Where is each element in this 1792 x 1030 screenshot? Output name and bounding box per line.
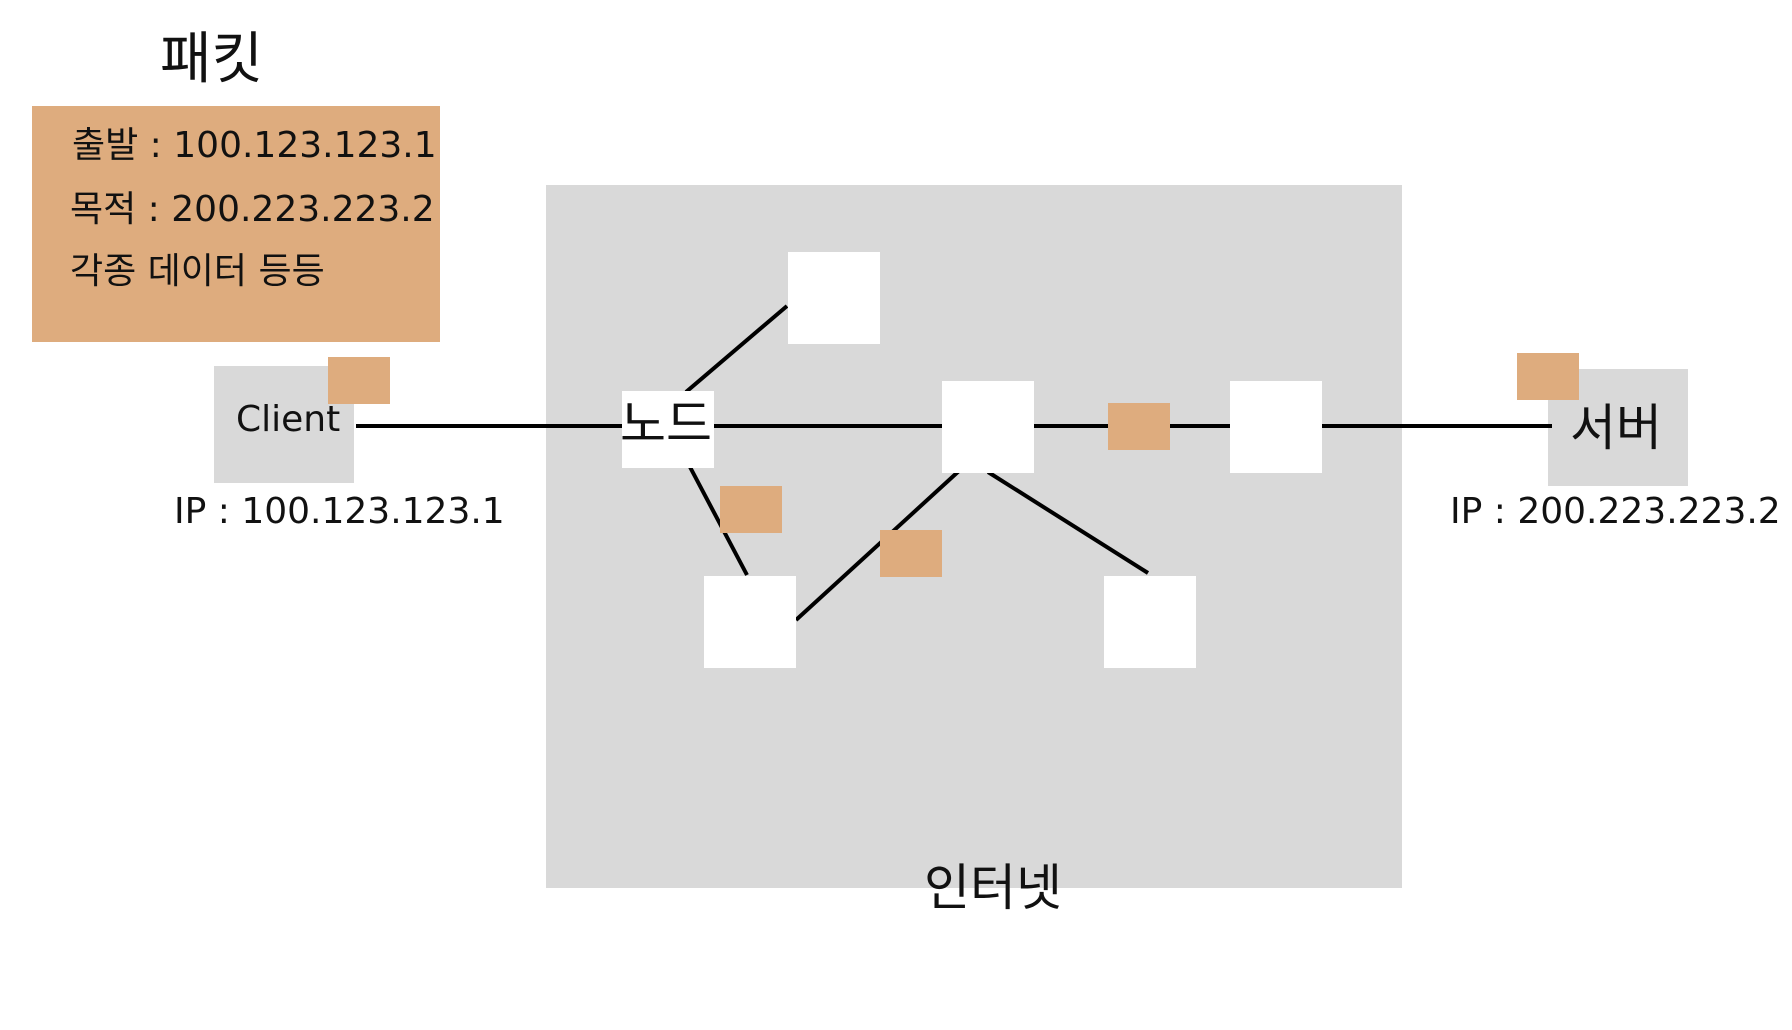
server-label: 서버 (1570, 399, 1662, 457)
packet-info-box: 출발 : 100.123.123.1 목적 : 200.223.223.2 각종… (32, 106, 440, 342)
link-node-top (684, 304, 789, 394)
node-bottom-right (1104, 576, 1196, 668)
packet-at-server (1517, 353, 1579, 400)
link-center-lower-right (986, 470, 1150, 575)
node-right (1230, 381, 1322, 473)
server-ip-label: IP : 200.223.223.2 (1450, 491, 1781, 532)
packet-on-path-3 (1108, 403, 1170, 450)
node-label: 노드 (620, 395, 712, 453)
internet-label: 인터넷 (924, 859, 1062, 917)
network-nodes (622, 252, 1322, 668)
packet-at-client (328, 357, 390, 404)
internet-area (546, 185, 1402, 888)
node-bottom-left (704, 576, 796, 668)
node-top (788, 252, 880, 344)
client-ip-label: IP : 100.123.123.1 (174, 491, 505, 532)
packet-title: 패킷 (160, 27, 264, 92)
packet-on-path-1 (720, 486, 782, 533)
packet-source-line: 출발 : 100.123.123.1 (72, 125, 437, 166)
link-bottom-center (794, 468, 962, 622)
node-center (942, 381, 1034, 473)
client-label: Client (236, 399, 341, 440)
packet-data-line: 각종 데이터 등등 (70, 251, 325, 292)
packet-destination-line: 목적 : 200.223.223.2 (70, 189, 435, 230)
node-labeled (622, 391, 714, 468)
packet-blocks (328, 353, 1579, 577)
link-node-bottom (688, 466, 749, 576)
packet-on-path-2 (880, 530, 942, 577)
